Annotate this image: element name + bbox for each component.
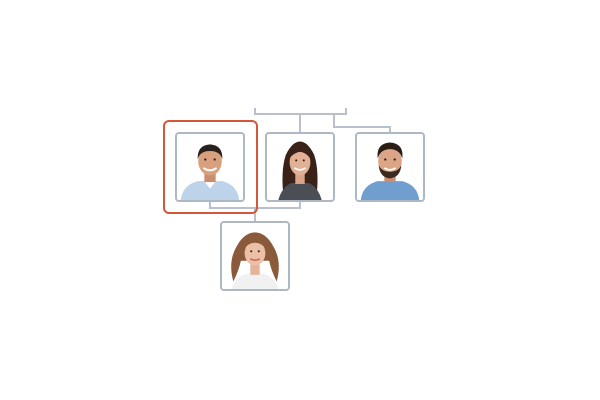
tree-sibling-bar (333, 126, 391, 128)
girl-portrait-icon (222, 223, 288, 289)
tree-sibling-drop (333, 113, 335, 128)
tree-couple-drop-left (209, 200, 211, 209)
tree-sibling-tick (389, 126, 391, 134)
member-card-woman[interactable] (265, 132, 335, 202)
man-portrait-icon (177, 134, 243, 200)
tree-child-drop (254, 207, 256, 222)
bearded-man-portrait-icon (357, 134, 423, 200)
member-card-bearded-man[interactable] (355, 132, 425, 202)
woman-portrait-icon (267, 134, 333, 200)
tree-top-left-tick (254, 108, 256, 115)
tree-couple-drop-right (299, 200, 301, 209)
tree-top-right-tick (345, 108, 347, 115)
member-card-man[interactable] (175, 132, 245, 202)
tree-center-drop (299, 113, 301, 134)
member-card-girl[interactable] (220, 221, 290, 291)
